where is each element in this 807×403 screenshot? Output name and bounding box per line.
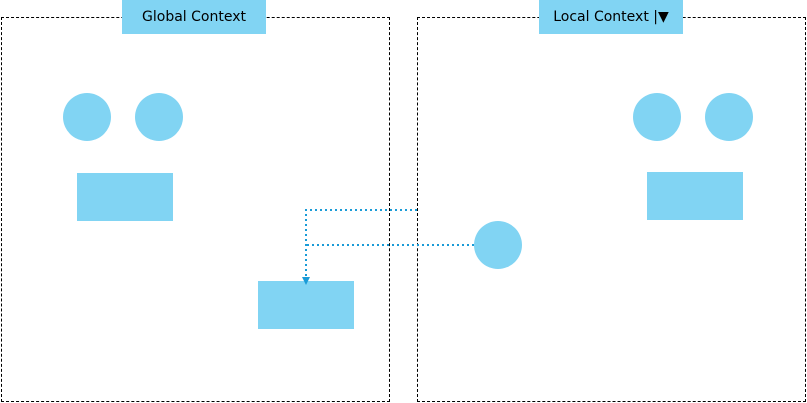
local-circle-node-2[interactable]	[705, 93, 753, 141]
global-rect-node-1[interactable]	[77, 173, 173, 221]
local-rect-node-1[interactable]	[647, 172, 743, 220]
local-context-dropdown[interactable]: Local Context |▼	[539, 0, 683, 34]
local-circle-node-source[interactable]	[474, 221, 522, 269]
global-context-panel	[1, 17, 390, 402]
global-circle-node-1[interactable]	[63, 93, 111, 141]
local-context-panel	[417, 17, 806, 402]
local-circle-node-1[interactable]	[633, 93, 681, 141]
global-context-title: Global Context	[122, 0, 266, 34]
global-rect-node-target[interactable]	[258, 281, 354, 329]
global-circle-node-2[interactable]	[135, 93, 183, 141]
